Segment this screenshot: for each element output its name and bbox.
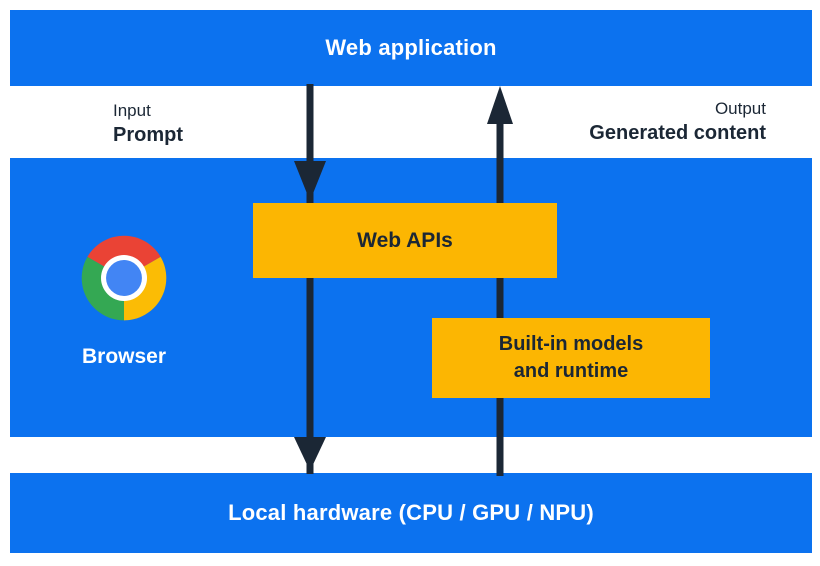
builtin-models-line2: and runtime — [513, 360, 629, 382]
input-title: Input — [113, 101, 151, 120]
browser-group: Browser — [64, 232, 184, 369]
web-application-band: Web application — [10, 10, 812, 86]
output-title: Output — [714, 99, 766, 118]
builtin-models-box: Built-in models and runtime — [432, 318, 710, 398]
input-value: Prompt — [113, 124, 183, 146]
local-hardware-band: Local hardware (CPU / GPU / NPU) — [10, 473, 812, 553]
builtin-models-line1: Built-in models — [498, 333, 644, 355]
generated-content-up-arrow — [487, 86, 513, 476]
output-label-group: Output Generated content — [589, 98, 766, 146]
web-application-title: Web application — [325, 35, 497, 60]
output-value: Generated content — [589, 122, 766, 144]
builtin-models-label: Built-in models and runtime — [499, 331, 643, 385]
chrome-browser-icon — [81, 235, 167, 321]
local-hardware-title: Local hardware (CPU / GPU / NPU) — [228, 500, 594, 525]
web-apis-box: Web APIs — [253, 203, 557, 278]
browser-label: Browser — [81, 345, 167, 368]
web-apis-label: Web APIs — [357, 228, 453, 252]
input-label-group: Input Prompt — [113, 100, 183, 148]
prompt-down-arrow — [294, 84, 326, 474]
